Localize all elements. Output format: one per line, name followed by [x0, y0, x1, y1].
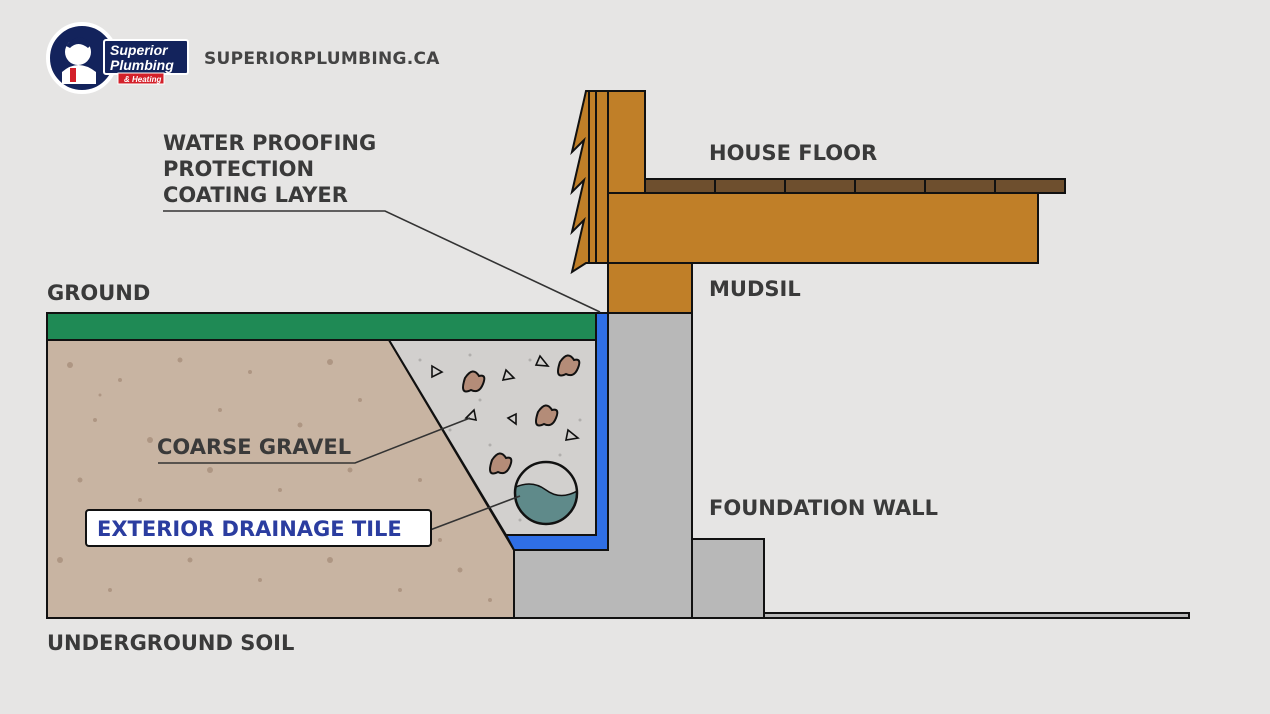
label-coarse-gravel: COARSE GRAVEL [157, 435, 351, 459]
label-exterior-drainage-tile: EXTERIOR DRAINAGE TILE [97, 517, 402, 541]
logo-line-2: Plumbing [110, 57, 174, 73]
logo-line-1: Superior [110, 42, 169, 58]
mudsill [607, 262, 693, 314]
drainage-tile-pipe [513, 460, 579, 526]
brand-logo: Superior Plumbing & Heating [46, 22, 189, 94]
wall-stud [607, 90, 646, 194]
floor-joist [607, 192, 1039, 264]
label-waterproofing-line-2: PROTECTION [163, 157, 314, 181]
foundation-concrete [513, 312, 765, 619]
gravel-stones [462, 354, 581, 475]
website-link[interactable]: SUPERIORPLUMBING.CA [204, 49, 440, 69]
logo-line-3: & Heating [124, 75, 161, 84]
basement-floor-slab [763, 612, 1190, 619]
floor-step [691, 538, 765, 619]
wood-structure [570, 90, 1066, 314]
label-ground: GROUND [47, 281, 150, 305]
exterior-drainage-tile-callout: EXTERIOR DRAINAGE TILE [85, 509, 432, 547]
leader-lines [158, 210, 601, 531]
plumber-mascot-icon [62, 37, 96, 84]
label-foundation-wall: FOUNDATION WALL [709, 496, 938, 520]
label-house-floor: HOUSE FLOOR [709, 141, 877, 165]
label-underground-soil: UNDERGROUND SOIL [47, 631, 294, 655]
label-waterproofing-line-1: WATER PROOFING [163, 131, 376, 155]
label-mudsil: MUDSIL [709, 277, 801, 301]
soil-speckles [57, 357, 492, 602]
ground-grass [46, 312, 597, 341]
gravel-chips [431, 354, 580, 441]
label-waterproofing-line-3: COATING LAYER [163, 183, 348, 207]
